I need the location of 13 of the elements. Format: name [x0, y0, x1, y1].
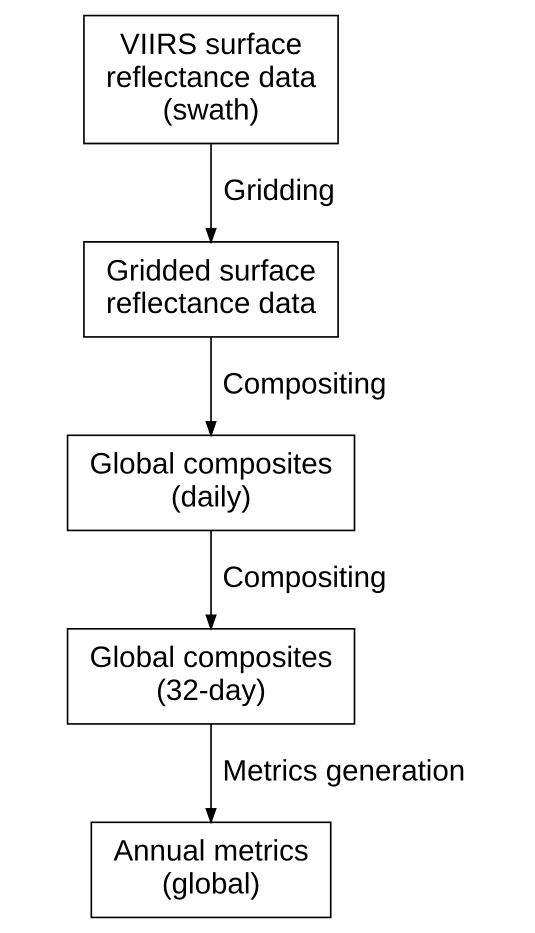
node-box: VIIRS surface reflectance data (swath): [82, 14, 338, 144]
edge-label: Compositing: [222, 560, 386, 594]
edge-label: Gridding: [222, 174, 334, 207]
edge-label: Metrics generation: [222, 754, 465, 788]
arrow: [204, 530, 216, 631]
node-box: Global composites (32-day): [66, 628, 355, 725]
edge-label: Compositing: [222, 367, 386, 400]
node-box: Global composites (daily): [66, 434, 355, 532]
arrow: [204, 144, 216, 244]
arrow: [204, 724, 216, 824]
arrow: [204, 337, 216, 438]
node-box: Annual metrics (global): [90, 821, 332, 918]
node-box: Gridded surface reflectance data: [82, 241, 338, 338]
